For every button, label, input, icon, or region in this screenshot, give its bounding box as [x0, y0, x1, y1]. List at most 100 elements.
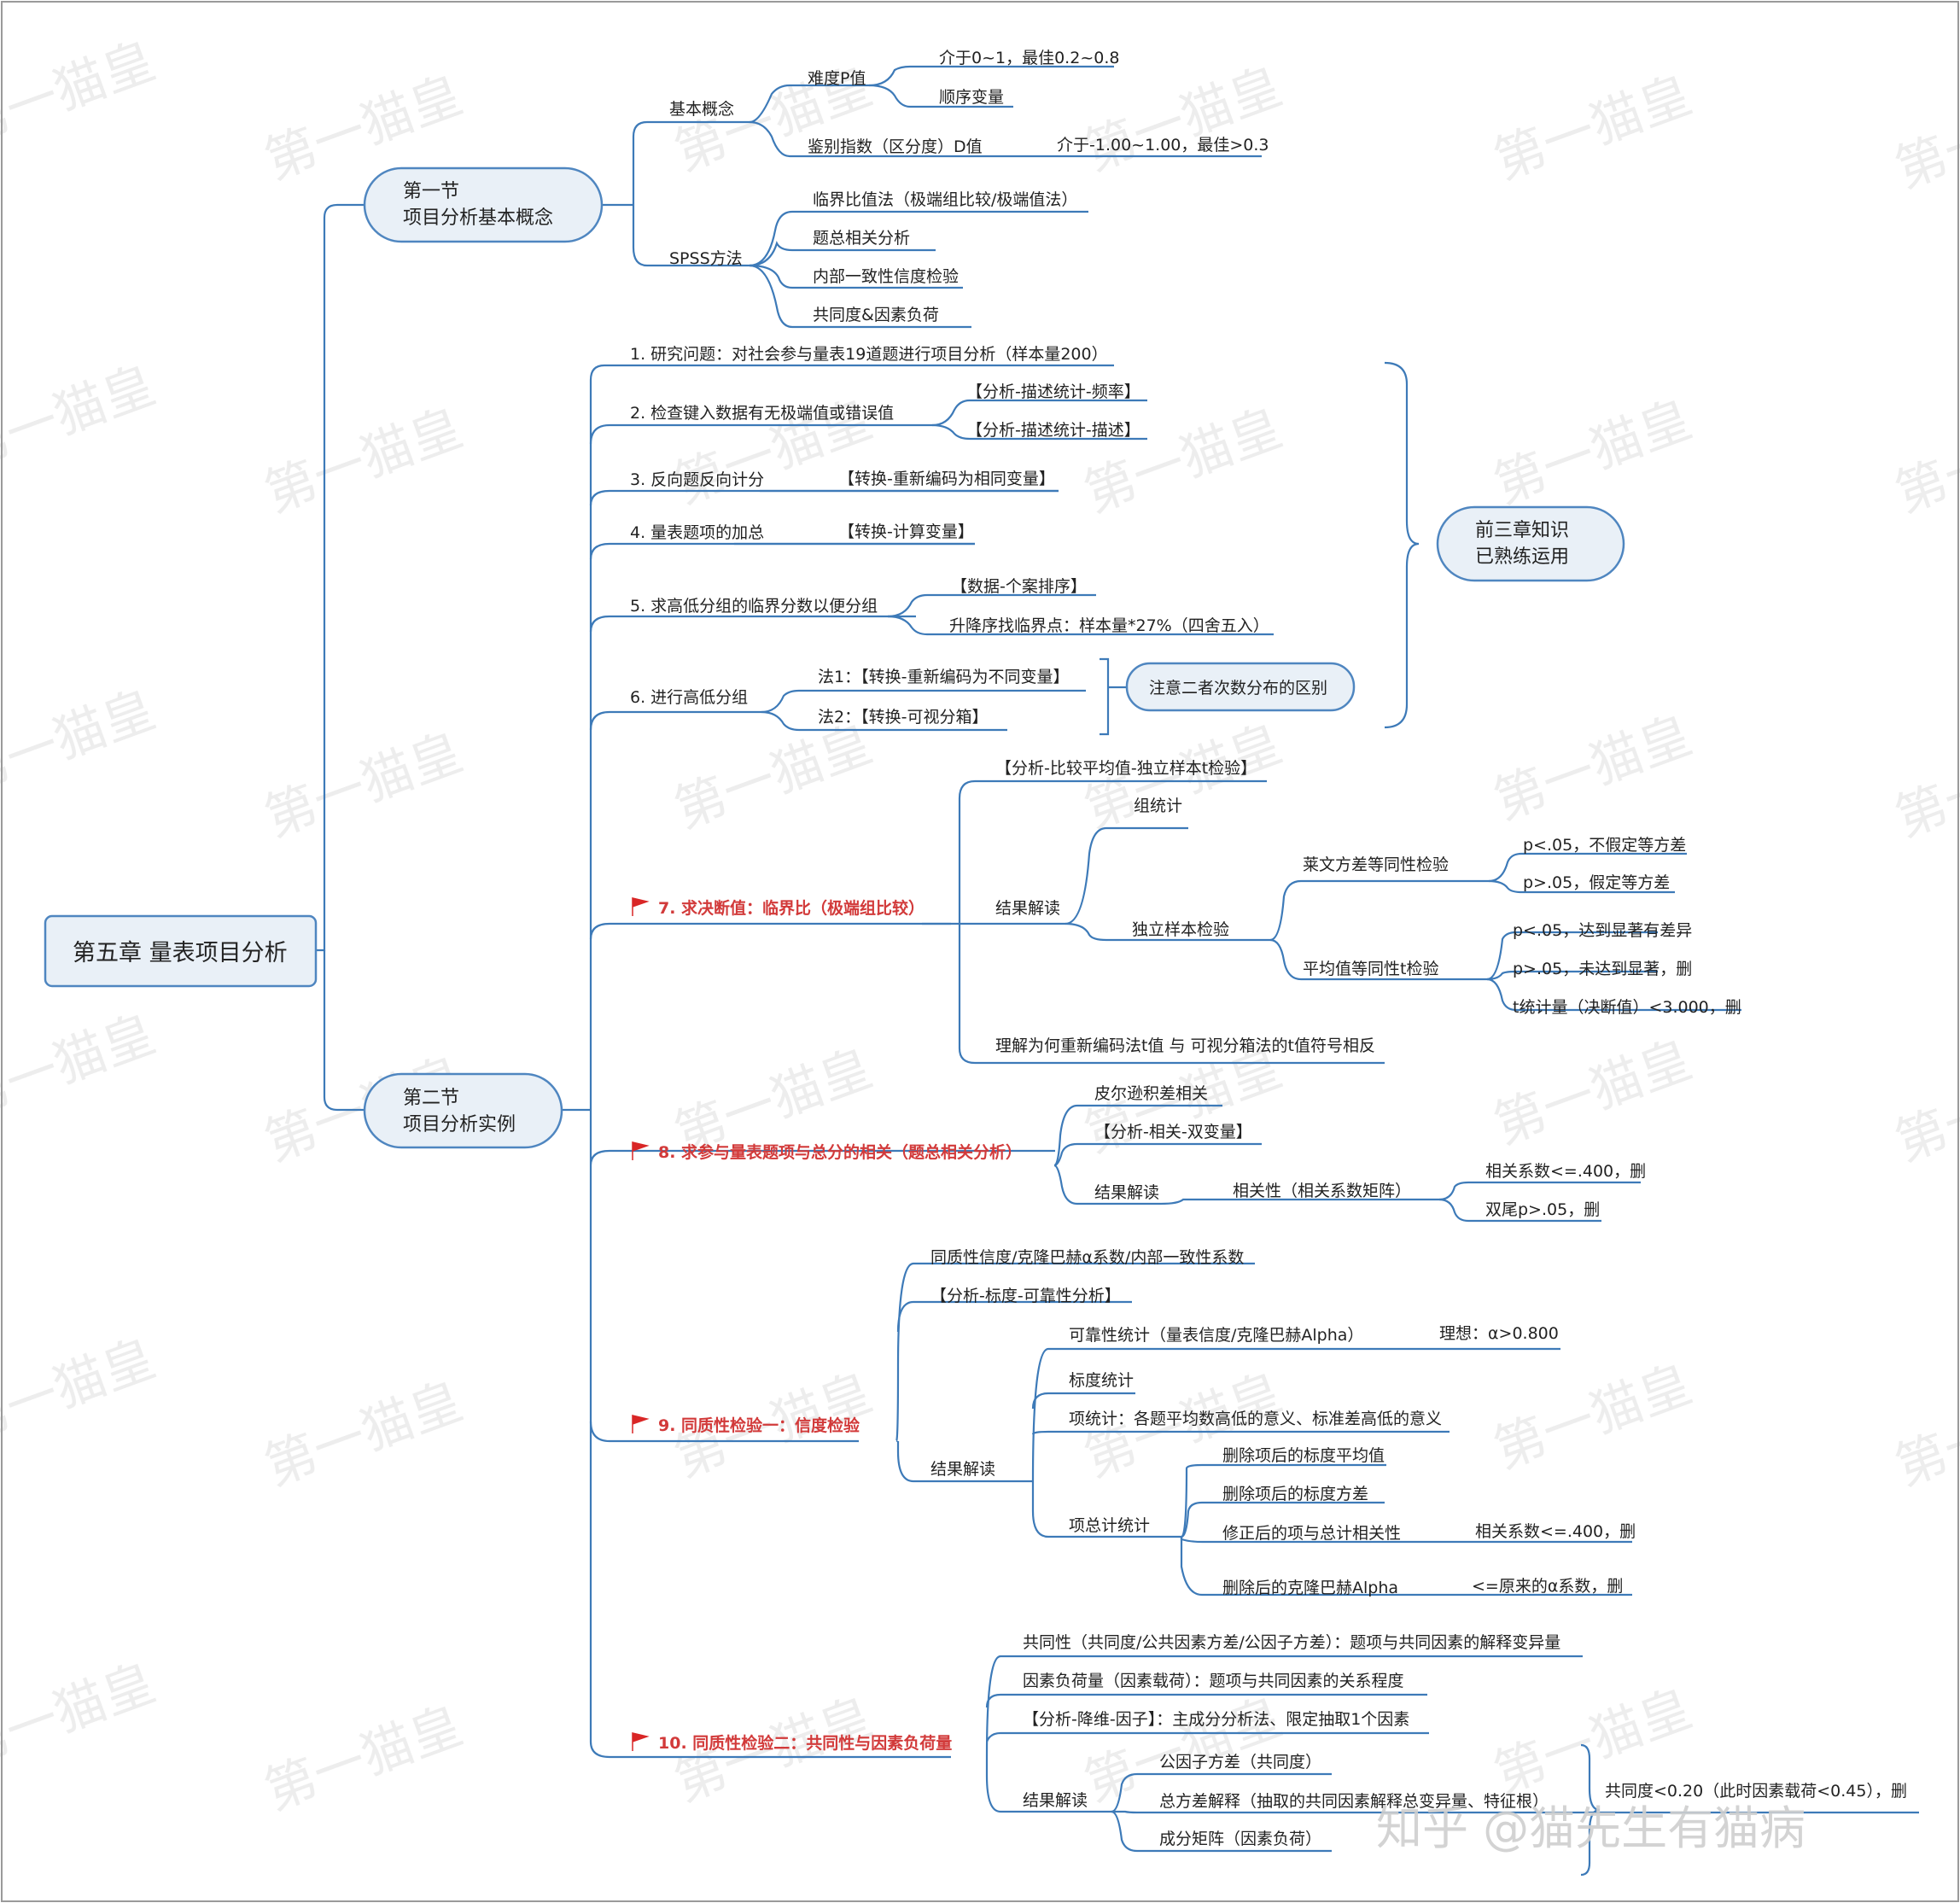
step-9: 9. 同质性检验一：信度检验 — [658, 1416, 860, 1435]
item-total-4-rule: <=原来的α系数，删 — [1472, 1577, 1623, 1596]
corr-rule-1: 相关系数<=.400，删 — [1485, 1162, 1646, 1181]
section1-title-line2: 项目分析基本概念 — [403, 207, 553, 229]
watermark: 第一猫皇 — [1076, 398, 1289, 524]
root-node-box — [44, 914, 318, 988]
step-4: 4. 量表题项的加总 — [630, 523, 764, 542]
discrimination-d: 鉴别指数（区分度）D值 — [808, 137, 983, 156]
communality-definition: 共同性（共同度/公共因素方差/公因子方差）：题项与共同因素的解释变异量 — [1023, 1633, 1560, 1652]
item-total-statistics: 项总计统计 — [1069, 1516, 1150, 1535]
watermark: 第一猫皇 — [257, 1696, 470, 1822]
step-5: 5. 求高低分组的临界分数以便分组 — [630, 597, 878, 616]
result-component-matrix: 成分矩阵（因素负荷） — [1159, 1830, 1321, 1848]
prior-knowledge-node-box — [1436, 505, 1625, 582]
item-statistics: 项统计：各题平均数高低的意义、标准差高低的意义 — [1069, 1410, 1442, 1428]
watermark: 第一猫皇 — [1887, 1371, 1960, 1497]
watermark: 第一猫皇 — [257, 722, 470, 849]
step-9-menu: 【分析-标度-可靠性分析】 — [930, 1287, 1121, 1305]
step-8-result: 结果解读 — [1094, 1183, 1159, 1202]
step-8: 8. 求参与量表题项与总分的相关（题总相关分析） — [658, 1142, 1022, 1162]
difficulty-range: 介于0~1，最佳0.2~0.8 — [939, 49, 1119, 67]
flag-icon — [632, 897, 650, 916]
reliability-statistics: 可靠性统计（量表信度/克隆巴赫Alpha） — [1069, 1326, 1363, 1345]
t-test: 平均值等同性t检验 — [1303, 960, 1438, 978]
watermark: 第一猫皇 — [0, 31, 163, 157]
pearson: 皮尔逊积差相关 — [1094, 1084, 1208, 1103]
spss-methods: SPSS方法 — [669, 249, 743, 268]
section1-node-box — [363, 166, 604, 243]
section2-title-line1: 第二节 — [403, 1088, 459, 1109]
result-communalities: 公因子方差（共同度） — [1159, 1753, 1321, 1772]
reliability-definition: 同质性信度/克隆巴赫α系数/内部一致性系数 — [930, 1248, 1244, 1267]
spss-item: 共同度&因素负荷 — [813, 306, 939, 324]
prior-knowledge-line1: 前三章知识 — [1475, 520, 1569, 541]
prior-knowledge-line2: 已熟练运用 — [1475, 546, 1569, 568]
spss-item: 临界比值法（极端组比较/极端值法） — [813, 190, 1077, 209]
t-rule-3: t统计量（决断值）<3.000，删 — [1513, 998, 1741, 1017]
flags — [632, 897, 650, 1751]
watermark: 第一猫皇 — [1486, 1030, 1699, 1156]
reliability-ideal: 理想：α>0.800 — [1439, 1324, 1559, 1343]
watermark: 第一猫皇 — [0, 1328, 163, 1455]
step-2-menu-b: 【分析-描述统计-描述】 — [966, 421, 1140, 440]
watermark: 第一猫皇 — [1887, 1047, 1960, 1173]
group-stats: 组统计 — [1134, 797, 1182, 815]
corr-rule-2: 双尾p>.05，删 — [1485, 1200, 1600, 1219]
watermark: 第一猫皇 — [1486, 65, 1699, 191]
step-5-menu: 【数据-个案排序】 — [951, 577, 1087, 596]
note-node-box — [1125, 662, 1356, 712]
step-10: 10. 同质性检验二：共同性与因素负荷量 — [658, 1733, 952, 1753]
box-layer — [44, 166, 1625, 1149]
watermark: 第一猫皇 — [0, 1653, 163, 1779]
connectors — [316, 65, 1919, 1877]
watermark: 第一猫皇 — [667, 714, 879, 840]
watermark: 第一猫皇 — [1887, 722, 1960, 849]
scale-statistics: 标度统计 — [1069, 1371, 1134, 1390]
step-7-menu: 【分析-比较平均值-独立样本t检验】 — [995, 759, 1257, 778]
step-6: 6. 进行高低分组 — [630, 688, 748, 707]
credit-watermark: 知乎 @猫先生有猫病 — [1376, 1801, 1805, 1855]
watermark: 第一猫皇 — [1486, 389, 1699, 516]
t-rule-1: p<.05，达到显著有差异 — [1513, 921, 1692, 940]
watermark: 第一猫皇 — [1076, 56, 1289, 183]
step-7: 7. 求决断值：临界比（极端组比较） — [658, 898, 925, 918]
levene-rule-2: p>.05，假定等方差 — [1523, 873, 1670, 892]
flag-icon — [632, 1732, 650, 1751]
item-total-3-rule: 相关系数<=.400，删 — [1475, 1522, 1636, 1541]
watermark: 第一猫皇 — [0, 1004, 163, 1130]
flag-icon — [632, 1141, 650, 1160]
difficulty-p: 难度P值 — [808, 69, 866, 88]
step-4-menu: 【转换-计算变量】 — [838, 522, 974, 541]
section2-node-box — [363, 1072, 563, 1149]
independent-test: 独立样本检验 — [1132, 920, 1229, 939]
step-1: 1. 研究问题：对社会参与量表19道题进行项目分析（样本量200） — [630, 345, 1108, 364]
step-6-method-1: 法1：【转换-重新编码为不同变量】 — [818, 668, 1069, 686]
difficulty-ordinal: 顺序变量 — [939, 88, 1004, 107]
item-total-1: 删除项后的标度平均值 — [1222, 1446, 1385, 1465]
labels: 第五章 量表项目分析 第一节 项目分析基本概念 基本概念 难度P值 介于0~1，… — [73, 49, 1907, 1848]
step-5-cutoff: 升降序找临界点：样本量*27%（四舍五入） — [949, 616, 1269, 635]
watermark: 第一猫皇 — [257, 398, 470, 524]
flag-icon — [632, 1415, 650, 1433]
watermark: 第一猫皇 — [1887, 398, 1960, 524]
watermark: 第一猫皇 — [0, 355, 163, 482]
spss-item: 题总相关分析 — [813, 229, 910, 248]
levene-test: 莱文方差等同性检验 — [1303, 855, 1449, 874]
watermark: 第一猫皇 — [1486, 1354, 1699, 1480]
step-8-menu: 【分析-相关-双变量】 — [1094, 1123, 1252, 1141]
section1-title-line1: 第一节 — [403, 181, 459, 202]
step-7-note: 理解为何重新编码法t值 与 可视分箱法的t值符号相反 — [995, 1036, 1375, 1055]
step-3: 3. 反向题反向计分 — [630, 470, 764, 489]
correlation-matrix: 相关性（相关系数矩阵） — [1233, 1182, 1411, 1200]
step-9-result: 结果解读 — [930, 1460, 995, 1479]
note-label: 注意二者次数分布的区别 — [1149, 679, 1327, 698]
levene-rule-1: p<.05，不假定等方差 — [1523, 836, 1686, 855]
step-7-result: 结果解读 — [995, 899, 1060, 918]
basic-concepts: 基本概念 — [669, 99, 734, 119]
item-total-3: 修正后的项与总计相关性 — [1222, 1524, 1401, 1543]
step-3-menu: 【转换-重新编码为相同变量】 — [838, 470, 1055, 488]
step-2: 2. 检查键入数据有无极端值或错误值 — [630, 404, 894, 423]
loading-definition: 因素负荷量（因素载荷）：题项与共同因素的关系程度 — [1023, 1672, 1404, 1690]
item-total-4: 删除后的克隆巴赫Alpha — [1222, 1579, 1398, 1597]
watermark: 第一猫皇 — [0, 680, 163, 806]
